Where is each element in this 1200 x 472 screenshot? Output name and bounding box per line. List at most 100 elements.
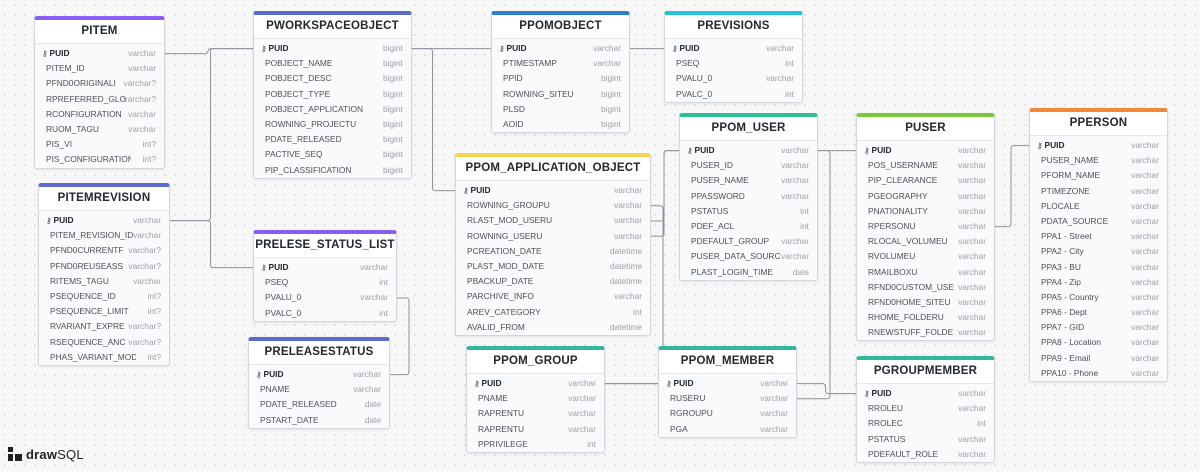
table-title[interactable]: PUSER [857, 117, 994, 141]
relationship-line[interactable] [163, 48, 253, 55]
relationship-line[interactable] [168, 220, 253, 269]
relationship-line[interactable] [168, 48, 253, 222]
table-title[interactable]: PPOM_GROUP [467, 350, 604, 374]
relationship-line[interactable] [410, 48, 455, 192]
table-title[interactable]: PITEMREVISION [39, 187, 169, 211]
relationship-line[interactable] [388, 297, 410, 376]
table-title[interactable]: PPOMOBJECT [492, 15, 629, 39]
table-title[interactable]: PPERSON [1030, 112, 1167, 136]
relationship-line[interactable] [993, 145, 1029, 228]
table-title[interactable]: PPOM_USER [680, 117, 817, 141]
table-title[interactable]: PRELESE_STATUS_LIST [254, 234, 396, 258]
table-title[interactable]: PPOM_MEMBER [659, 350, 796, 374]
table-title[interactable]: PITEM [35, 20, 164, 44]
